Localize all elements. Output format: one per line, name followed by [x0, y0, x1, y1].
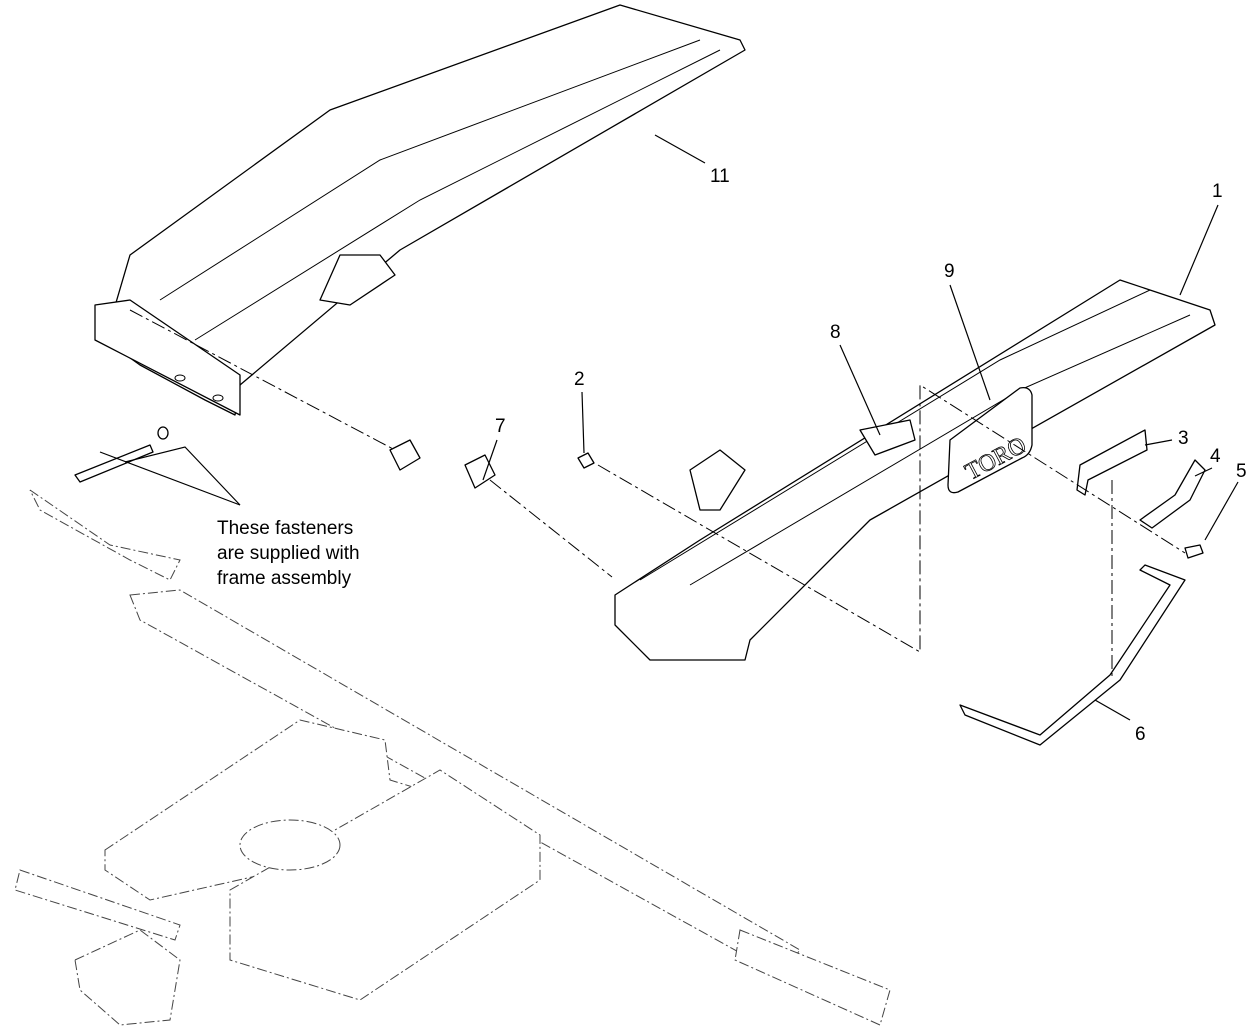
note-line-1: These fasteners — [217, 518, 354, 539]
hardware — [74, 426, 1206, 746]
callout-11: 11 — [710, 166, 730, 187]
callout-8: 8 — [830, 322, 841, 343]
part-7-plug — [464, 454, 496, 489]
part-10-plug — [389, 439, 421, 471]
frame-assembly — [14, 489, 891, 1026]
part-4-clip — [1139, 459, 1206, 529]
callout-9: 9 — [944, 261, 955, 282]
part-11-left-armrest — [94, 4, 746, 416]
part-6-rod — [959, 564, 1186, 746]
callout-2: 2 — [574, 369, 585, 390]
part-1-right-armrest: TORO — [614, 279, 1216, 661]
part-3-bracket — [1076, 429, 1148, 496]
callout-5: 5 — [1236, 461, 1247, 482]
callout-1: 1 — [1212, 181, 1223, 202]
callout-3: 3 — [1178, 428, 1189, 449]
washer — [157, 426, 169, 440]
callout-4: 4 — [1210, 446, 1221, 467]
part-5-pin — [1184, 544, 1204, 559]
callout-7: 7 — [495, 416, 506, 437]
part-2-nut — [577, 452, 595, 469]
note-line-2: are supplied with — [217, 543, 360, 564]
callout-6: 6 — [1135, 724, 1146, 745]
fastener-note: These fasteners are supplied with frame … — [217, 516, 360, 591]
note-line-3: frame assembly — [217, 568, 352, 589]
bolt — [74, 444, 154, 483]
